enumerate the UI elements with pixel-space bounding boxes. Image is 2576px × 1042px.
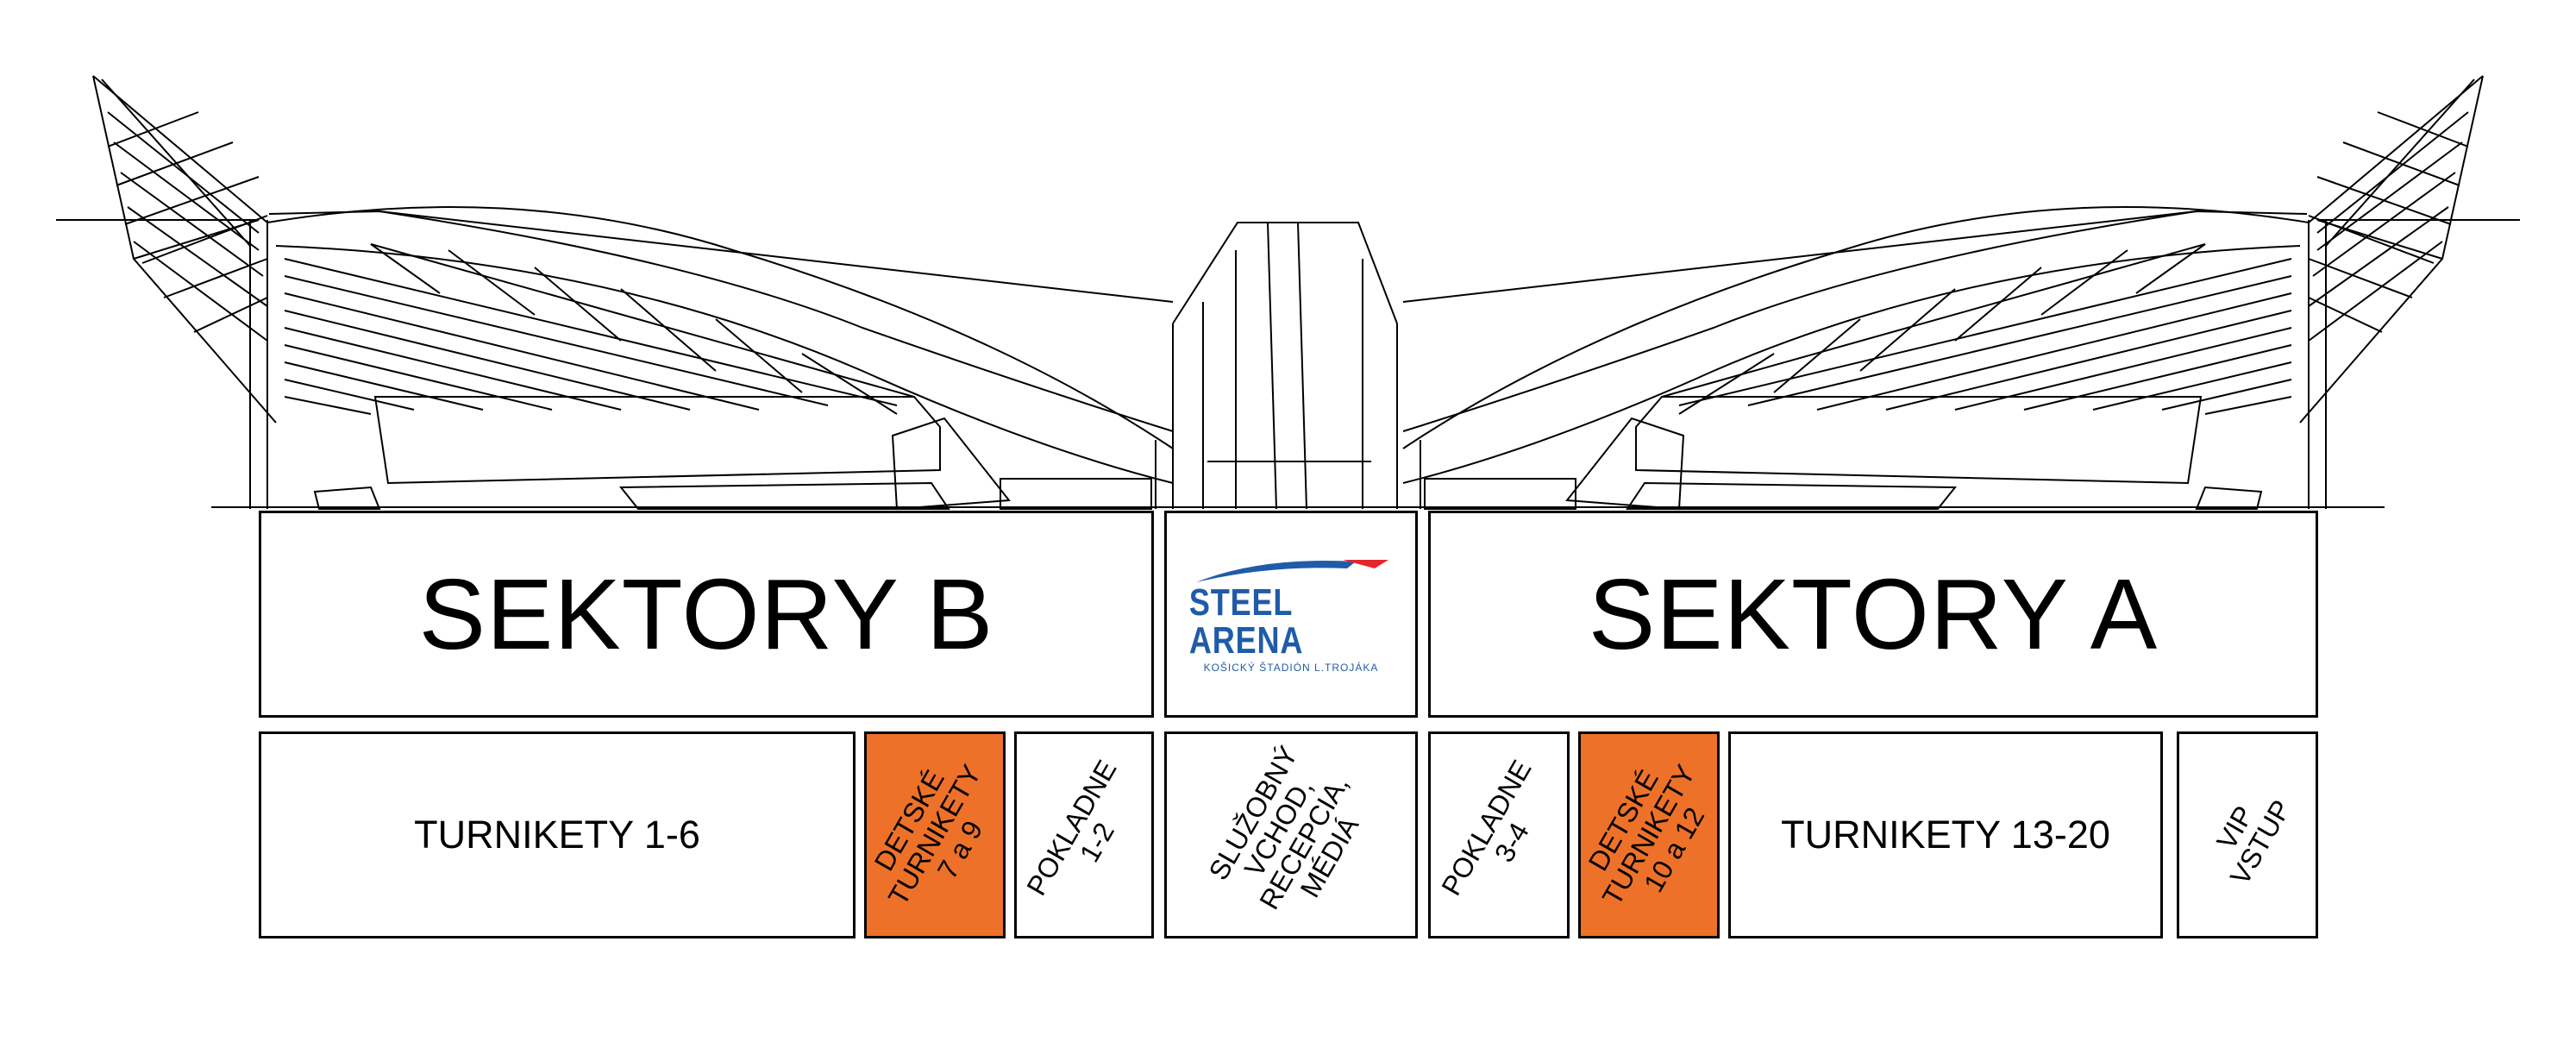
turnikety-13-20-label: TURNIKETY 13-20 [1781, 813, 2110, 857]
center-tower [1172, 222, 1398, 510]
stadium-outline-drawing [56, 75, 2520, 511]
right-roof [1402, 206, 2310, 511]
steel-arena-logo: STEEL ARENA KOŠICKÝ ŠTADIÓN L.TROJÁKA [1167, 555, 1415, 674]
pokladne-1-2-box: POKLADNE 1-2 [1014, 731, 1154, 938]
vip-entrance-label: VIP VSTUP [2209, 794, 2297, 890]
turnikety-1-6-label: TURNIKETY 1-6 [414, 813, 700, 857]
right-tower [2299, 75, 2520, 509]
turnikety-1-6-box: TURNIKETY 1-6 [259, 731, 856, 938]
sector-b-box: SEKTORY B [259, 511, 1154, 718]
children-turnstiles-10-12-box: DETSKÉ TURNIKETY 10 a 12 [1578, 731, 1720, 938]
left-tower [56, 75, 277, 509]
logo-box: STEEL ARENA KOŠICKÝ ŠTADIÓN L.TROJÁKA [1164, 511, 1418, 718]
children-turnstiles-10-12-label: DETSKÉ TURNIKETY 10 a 12 [1582, 759, 1711, 911]
pokladne-1-2-label: POKLADNE 1-2 [1020, 755, 1123, 901]
turnikety-13-20-box: TURNIKETY 13-20 [1728, 731, 2163, 938]
children-turnstiles-7-9-box: DETSKÉ TURNIKETY 7 a 9 [864, 731, 1006, 938]
service-entrance-box: SLUŽOBNÝ VCHOD, RECEPCIA, MÉDIÁ [1164, 731, 1418, 938]
sector-a-box: SEKTORY A [1428, 511, 2318, 718]
logo-name: STEEL ARENA [1188, 581, 1304, 662]
children-turnstiles-7-9-label: DETSKÉ TURNIKETY 7 a 9 [868, 759, 989, 911]
logo-swoosh-icon [1196, 560, 1388, 582]
service-entrance-label: SLUŽOBNÝ VCHOD, RECEPCIA, MÉDIÁ [1202, 740, 1365, 915]
logo-subtitle: KOŠICKÝ ŠTADIÓN L.TROJÁKA [1203, 662, 1379, 674]
pokladne-3-4-box: POKLADNE 3-4 [1428, 731, 1570, 938]
sector-a-label: SEKTORY A [1588, 558, 2159, 670]
sector-b-label: SEKTORY B [418, 558, 994, 670]
vip-entrance-box: VIP VSTUP [2177, 731, 2318, 938]
left-roof [266, 206, 1174, 511]
pokladne-3-4-label: POKLADNE 3-4 [1435, 755, 1538, 901]
